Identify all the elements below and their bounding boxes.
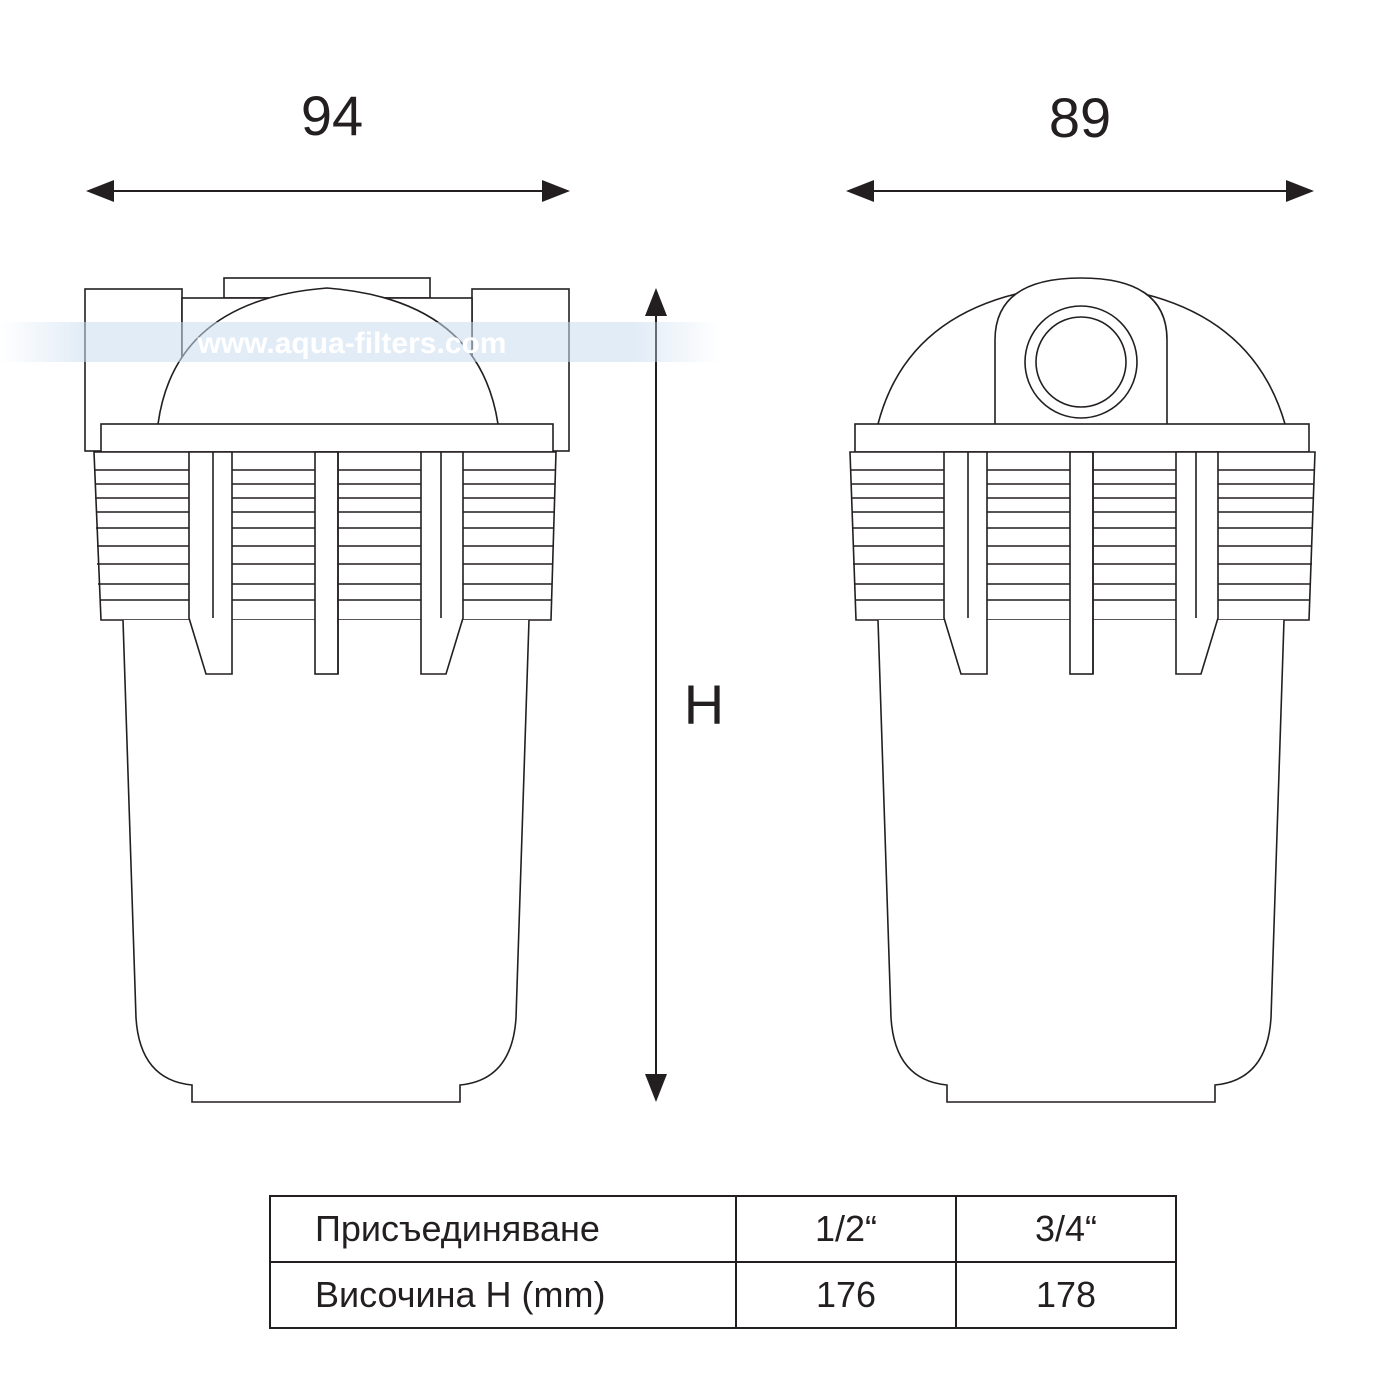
connection-value-1: 1/2“ — [735, 1195, 957, 1263]
height-value-1: 176 — [735, 1261, 957, 1329]
width-dimension-side: 89 — [846, 86, 1314, 202]
filter-bowl — [877, 619, 1285, 1103]
connection-value-2: 3/4“ — [955, 1195, 1177, 1263]
bowl-rib — [188, 451, 233, 675]
height-value-2: 178 — [955, 1261, 1177, 1329]
watermark: www.aqua-filters.com — [0, 322, 720, 362]
height-symbol: H — [684, 673, 724, 736]
head-flange — [100, 423, 554, 453]
arrow-left-icon — [86, 180, 114, 202]
head-flange — [854, 423, 1310, 453]
height-dimension: H — [645, 288, 724, 1102]
arrow-right-icon — [542, 180, 570, 202]
width-value-front: 94 — [301, 84, 363, 147]
side-view — [849, 277, 1316, 1103]
bowl-rib — [314, 451, 339, 675]
connection-label: Присъединяване — [269, 1195, 737, 1263]
arrow-down-icon — [645, 1074, 667, 1102]
watermark-text: www.aqua-filters.com — [197, 327, 507, 360]
table-row: Присъединяване 1/2“ 3/4“ — [269, 1195, 1177, 1263]
arrow-left-icon — [846, 180, 874, 202]
width-dimension-front: 94 — [86, 84, 570, 202]
port-opening-inner — [1035, 316, 1127, 408]
bowl-rib — [420, 451, 464, 675]
height-label: Височина H (mm) — [269, 1261, 737, 1329]
width-value-side: 89 — [1049, 86, 1111, 149]
watermark-band — [0, 322, 720, 362]
arrow-right-icon — [1286, 180, 1314, 202]
front-view — [84, 277, 570, 1103]
spec-table: Присъединяване 1/2“ 3/4“ Височина H (mm)… — [269, 1195, 1177, 1329]
bowl-rib — [1175, 451, 1219, 675]
bowl-rib — [1069, 451, 1094, 675]
arrow-up-icon — [645, 288, 667, 316]
bowl-rib — [943, 451, 988, 675]
filter-bowl — [122, 619, 530, 1103]
table-row: Височина H (mm) 176 178 — [269, 1261, 1177, 1329]
